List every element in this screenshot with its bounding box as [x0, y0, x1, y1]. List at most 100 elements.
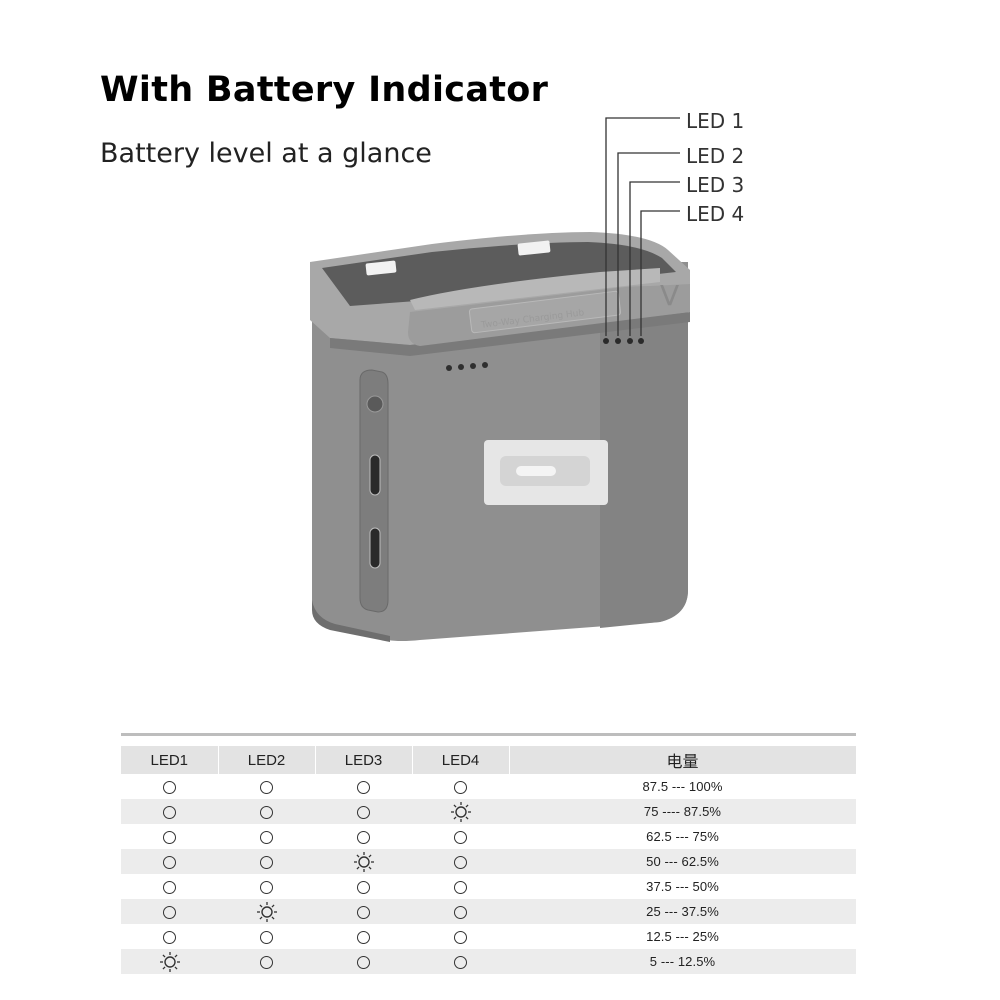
- led2-cell: [218, 899, 315, 924]
- usb-c-port-lower: [369, 527, 381, 569]
- led4-cell: [412, 949, 509, 974]
- led1-cell: [121, 849, 218, 874]
- led-blinking-sun-icon: [256, 901, 277, 922]
- led-off-circle-icon: [454, 881, 467, 895]
- header-battery-level: 电量: [509, 746, 857, 774]
- table-row: 87.5 --- 100%: [121, 774, 856, 799]
- led1-cell: [121, 874, 218, 899]
- inner-battery-top: [410, 268, 660, 310]
- led4-cell: [412, 824, 509, 849]
- led-off-circle-icon: [454, 831, 467, 845]
- hub-logo: V: [660, 279, 679, 312]
- battery-level-table: LED1 LED2 LED3 LED4 电量 87.5 --- 100% 75 -…: [121, 746, 857, 974]
- battery-level-cell: 62.5 --- 75%: [646, 829, 719, 844]
- led3-cell: [315, 799, 412, 824]
- led-off-circle-icon: [357, 831, 370, 845]
- slot-clip-right: [517, 240, 551, 256]
- led-off-circle-icon: [163, 931, 176, 945]
- battery-level-cell: 75 ---- 87.5%: [509, 799, 856, 824]
- led4-cell: [412, 874, 509, 899]
- led-off-circle-icon: [357, 881, 370, 895]
- led-off-circle-icon: [454, 781, 467, 795]
- table-row: 5 --- 12.5%: [121, 949, 856, 974]
- led-dot-3: [627, 338, 633, 344]
- table-row: 37.5 --- 50%: [121, 874, 856, 899]
- led3-cell: [315, 874, 412, 899]
- led-dot-2: [615, 338, 621, 344]
- slot-clip-left: [365, 260, 397, 276]
- led3-cell: [315, 849, 412, 874]
- page-title: With Battery Indicator: [100, 70, 549, 110]
- callout-label-led4: LED 4: [686, 202, 744, 226]
- table-row: 62.5 --- 75%: [121, 824, 856, 849]
- led-off-circle-icon: [260, 856, 273, 870]
- battery-level-cell: 50 --- 62.5%: [509, 849, 856, 874]
- led3-cell: [315, 824, 412, 849]
- led-off-circle-icon: [454, 906, 467, 920]
- led-off-circle-icon: [357, 781, 370, 795]
- led3-cell: [315, 899, 412, 924]
- battery-level-table-wrapper: LED1 LED2 LED3 LED4 电量 87.5 --- 100% 75 -…: [121, 733, 857, 974]
- callout-label-led2: LED 2: [686, 144, 744, 168]
- led1-cell: [121, 799, 218, 824]
- led-dot-1: [603, 338, 609, 344]
- led2-cell: [218, 949, 315, 974]
- led-off-circle-icon: [260, 881, 273, 895]
- table-row: 50 --- 62.5%: [121, 849, 856, 874]
- led1-cell: [121, 899, 218, 924]
- vent-hole: [470, 363, 476, 369]
- battery-level-cell: 37.5 --- 50%: [646, 879, 719, 894]
- hub-battery-cavity: [322, 242, 676, 306]
- led-off-circle-icon: [163, 906, 176, 920]
- callout-line-led2: [617, 152, 680, 336]
- led-blinking-sun-icon: [450, 801, 471, 822]
- table-body: 87.5 --- 100% 75 ---- 87.5% 62.5 --- 75% 50…: [121, 774, 856, 974]
- led2-cell: [218, 774, 315, 799]
- charging-hub-illustration: Two-Way Charging Hub V LED 1 LED 2 LED 3…: [310, 109, 744, 642]
- hub-bottom-edge: [312, 600, 390, 642]
- callout-line-led1: [605, 117, 680, 336]
- led-off-circle-icon: [454, 931, 467, 945]
- led-off-circle-icon: [163, 781, 176, 795]
- led-off-circle-icon: [260, 956, 273, 970]
- vent-hole: [458, 364, 464, 370]
- vent-hole: [446, 365, 452, 371]
- led3-cell: [315, 774, 412, 799]
- header-led4: LED4: [412, 746, 510, 774]
- table-top-rule: [121, 733, 856, 736]
- side-button: [366, 395, 384, 413]
- led-dot-4: [638, 338, 644, 344]
- led1-cell: [121, 924, 218, 949]
- led1-cell: [121, 774, 218, 799]
- page-subtitle: Battery level at a glance: [100, 138, 432, 169]
- header-led2: LED2: [218, 746, 316, 774]
- led4-cell: [412, 849, 509, 874]
- callout-line-led4: [640, 210, 680, 336]
- battery-level-cell: 87.5 --- 100%: [642, 779, 723, 794]
- front-window-detail: [516, 466, 556, 476]
- header-led3: LED3: [315, 746, 413, 774]
- led-off-circle-icon: [260, 806, 273, 820]
- led-off-circle-icon: [357, 806, 370, 820]
- callout-line-led3: [629, 181, 680, 336]
- table-row: 25 --- 37.5%: [121, 899, 856, 924]
- battery-level-cell: 12.5 --- 25%: [646, 929, 719, 944]
- led4-cell: [412, 799, 509, 824]
- callout-label-led1: LED 1: [686, 109, 744, 133]
- led3-cell: [315, 924, 412, 949]
- led-off-circle-icon: [163, 881, 176, 895]
- led2-cell: [218, 799, 315, 824]
- battery-level-cell: 25 --- 37.5%: [509, 899, 856, 924]
- led-off-circle-icon: [260, 931, 273, 945]
- led1-cell: [121, 824, 218, 849]
- table-header-row: LED1 LED2 LED3 LED4 电量: [121, 746, 857, 774]
- led-off-circle-icon: [163, 831, 176, 845]
- hub-label-plate: [468, 290, 622, 334]
- led2-cell: [218, 824, 315, 849]
- led-blinking-sun-icon: [353, 851, 374, 872]
- callout-label-led3: LED 3: [686, 173, 744, 197]
- usb-c-port-upper: [369, 454, 381, 496]
- led2-cell: [218, 924, 315, 949]
- led4-cell: [412, 774, 509, 799]
- led2-cell: [218, 874, 315, 899]
